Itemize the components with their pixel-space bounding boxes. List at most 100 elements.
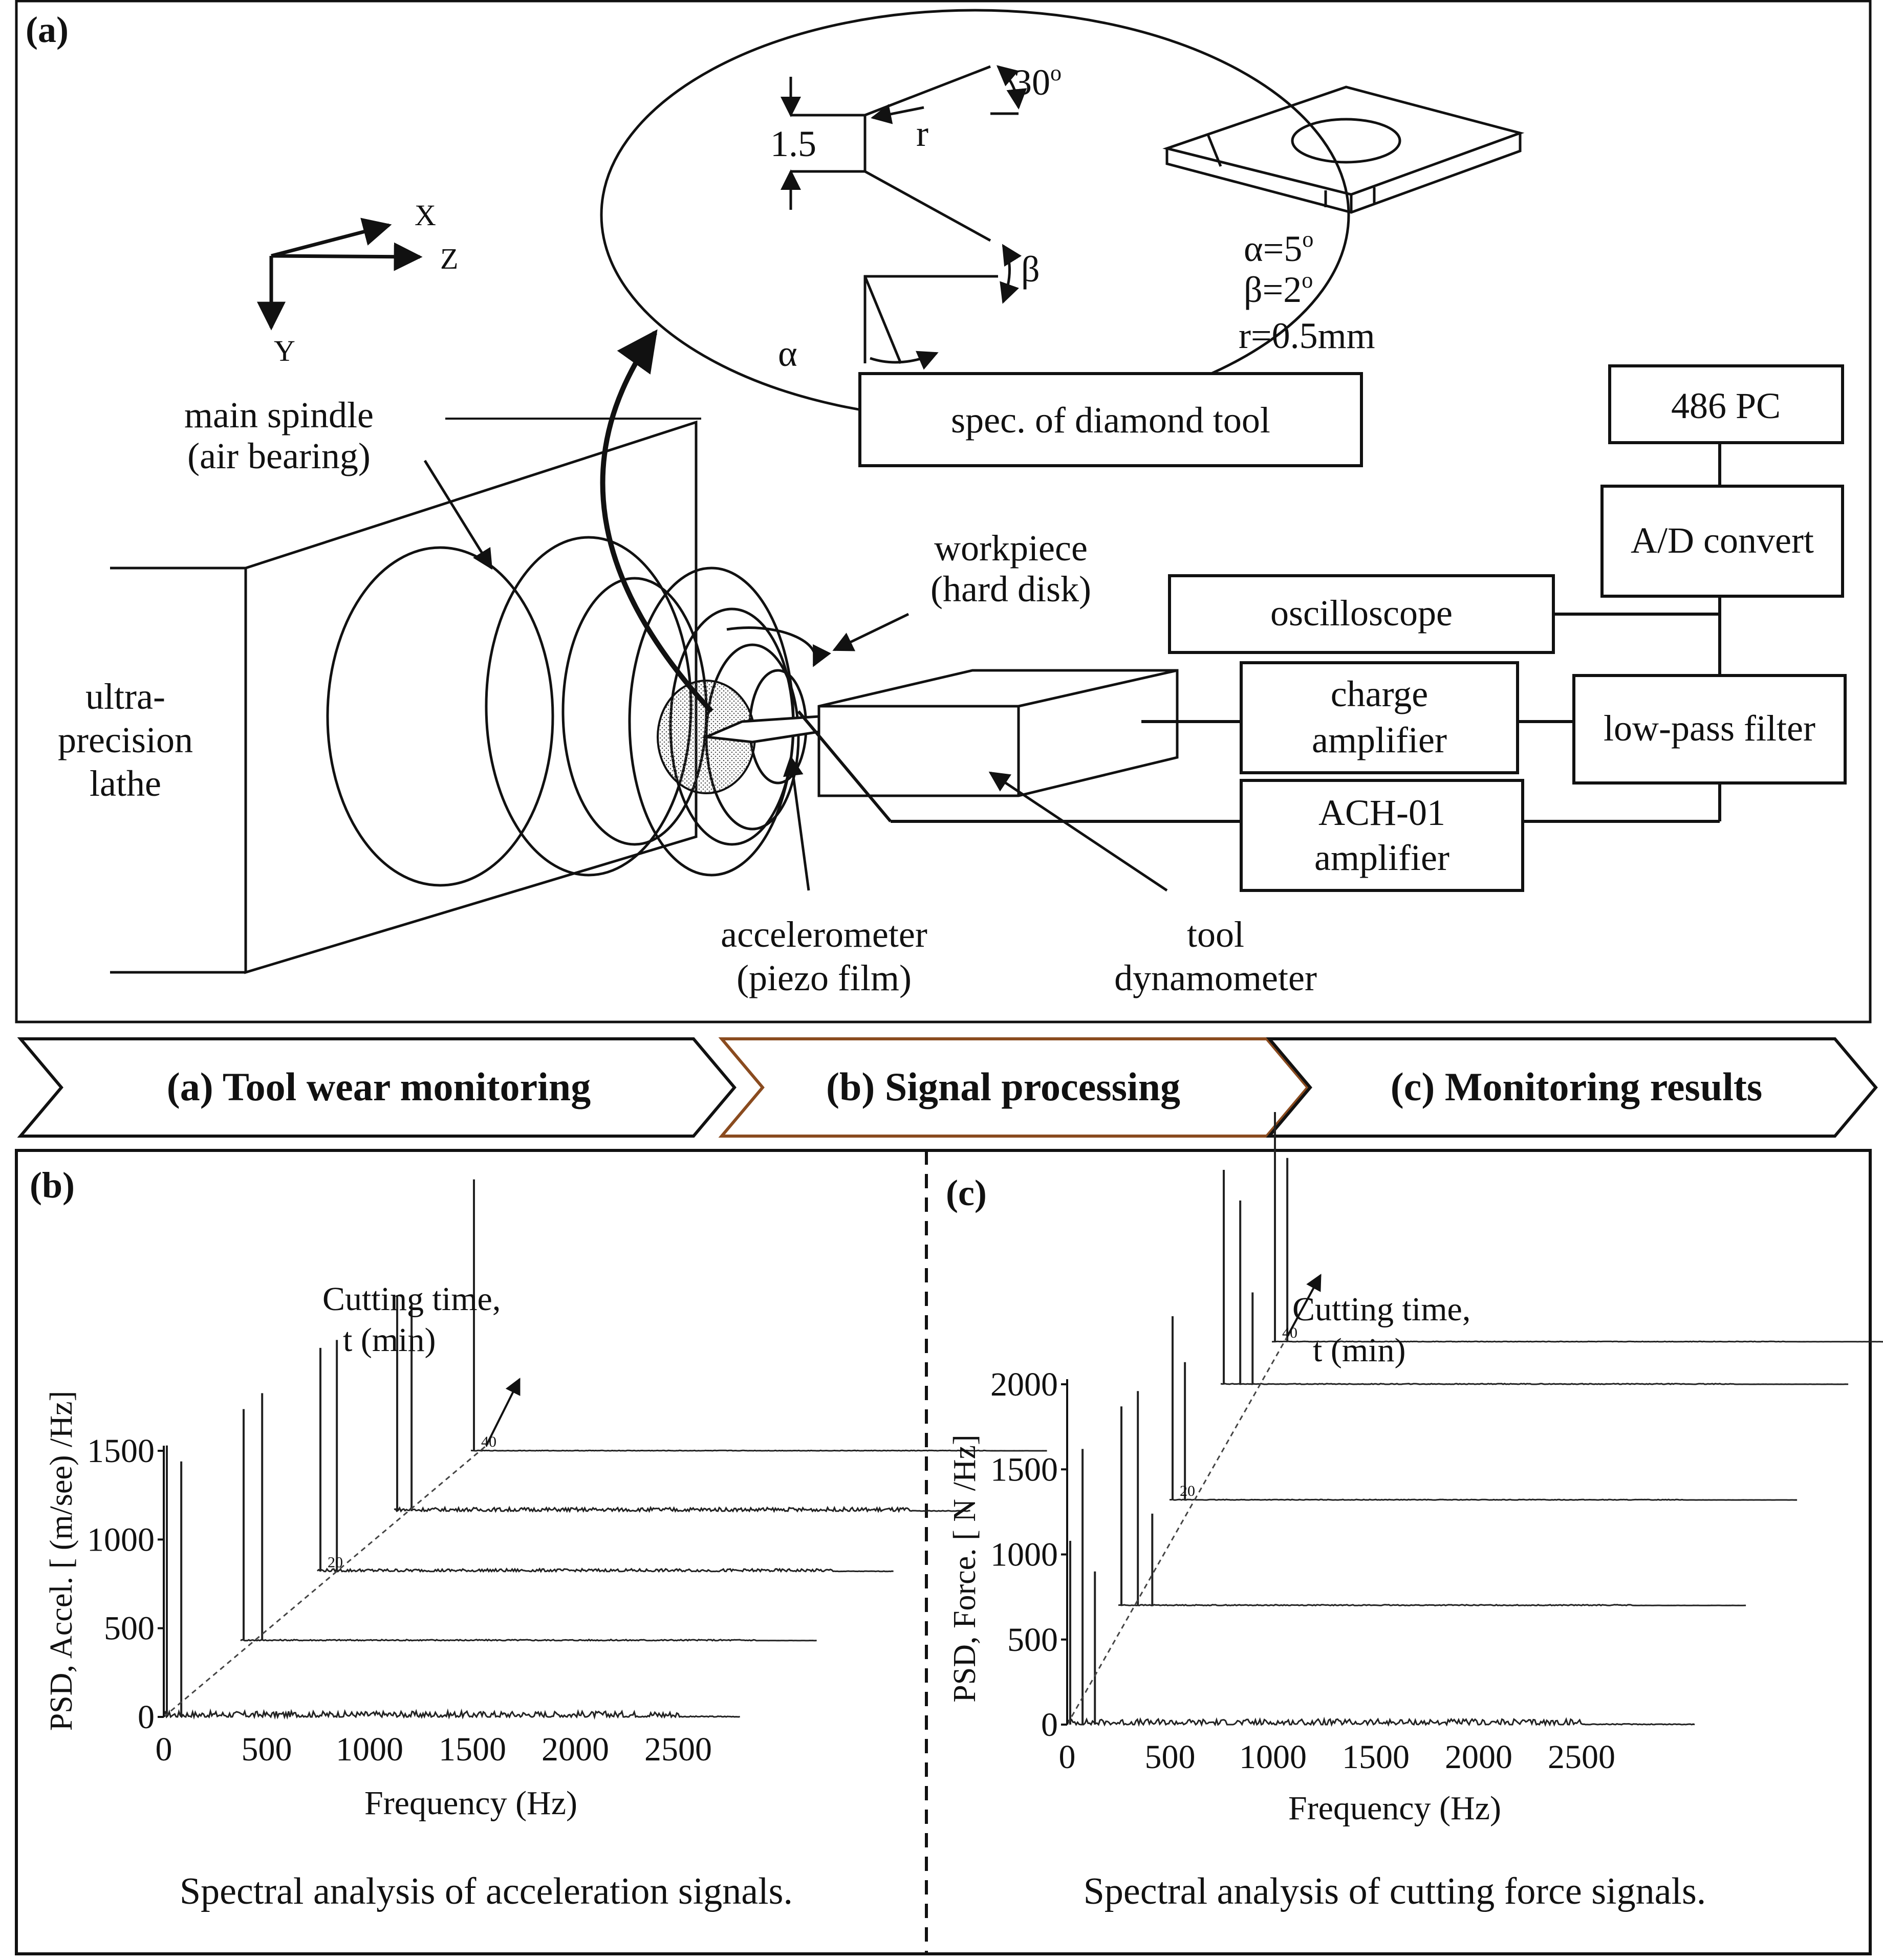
main-spindle-label-1: main spindle [184, 395, 374, 435]
panel-b: (b) 0 500 1000 1500 2000 2500 0 500 1000 1500 20 40… [30, 1165, 1047, 1912]
step-2-arrow [718, 1037, 1310, 1138]
pc-box [1608, 364, 1844, 444]
panel-c-ylabel: PSD, Force. [ N /Hz] [947, 1434, 982, 1703]
axis-x-label: X [415, 199, 436, 232]
x-tick-label: 1000 [1239, 1738, 1307, 1776]
x-tick-label: 2500 [644, 1731, 712, 1768]
oscilloscope-box [1168, 574, 1555, 654]
panel-a-label: (a) [26, 9, 69, 50]
ad-label: A/D convert [1631, 520, 1814, 561]
charge-amplifier-box [1240, 661, 1519, 774]
panel-c-caption: Spectral analysis of cutting force signa… [1084, 1870, 1706, 1912]
spectrum-trace [240, 1638, 817, 1642]
pointer-arrows [423, 329, 1168, 892]
x-tick-label: 0 [1059, 1738, 1076, 1776]
ad-box [1600, 485, 1844, 598]
step-3-arrow [1266, 1037, 1878, 1138]
lathe-label-2: precision [58, 720, 193, 760]
spectrum-trace [317, 1567, 894, 1573]
workpiece-label-1: workpiece [934, 528, 1088, 569]
tool-spec-box-label: spec. of diamond tool [951, 400, 1270, 441]
y-tick-label: 1500 [990, 1451, 1058, 1488]
y-tick-label: 0 [138, 1698, 155, 1736]
angle-top: 30o [1013, 60, 1062, 103]
spectrum-trace [163, 1708, 740, 1720]
coordinate-axes [257, 217, 423, 331]
axis-y-label: Y [274, 334, 295, 367]
tool-dynamometer-label-1: tool [1187, 914, 1244, 955]
panel-c-label: (c) [946, 1172, 987, 1213]
panel-a-frame [15, 0, 1872, 1023]
lathe-label-1: ultra- [85, 676, 165, 717]
step-1-arrow [17, 1037, 737, 1138]
process-steps: (a) Tool wear monitoring (b) Signal proc… [17, 1037, 1878, 1138]
panel-c-time-label-1: Cutting time, [1292, 1291, 1470, 1328]
instrument-wiring [797, 443, 1721, 823]
accelerometer-label-2: (piezo film) [737, 957, 912, 998]
time-tick-label: 40 [481, 1433, 496, 1450]
spectrum-trace [1066, 1716, 1695, 1727]
ach-amplifier-label-2: amplifier [1314, 837, 1449, 878]
panel-a: (a) X Z Y 1.5 30o r β α [15, 0, 1872, 1023]
panel-b-caption: Spectral analysis of acceleration signal… [180, 1870, 793, 1912]
time-axis [163, 1445, 487, 1718]
panel-b-xlabel: Frequency (Hz) [364, 1784, 577, 1822]
panel-c-time-label-2: t (min) [1313, 1332, 1405, 1369]
panel-c: (c) 0 500 1000 1500 2000 2500 0 500 1000 1500 2000… [946, 1112, 1883, 1912]
time-tick-label: 20 [1180, 1483, 1195, 1499]
alpha-value: α=5o [1244, 227, 1313, 269]
x-tick-label: 2000 [1445, 1738, 1512, 1776]
y-tick-label: 2000 [990, 1366, 1058, 1403]
r-value: r=0.5mm [1239, 315, 1375, 356]
accelerometer-label-1: accelerometer [721, 914, 927, 955]
y-tick-label: 1000 [87, 1521, 155, 1558]
dim-nose: 1.5 [770, 123, 816, 164]
spectrum-trace [1169, 1498, 1798, 1501]
time-axis-arrow [485, 1378, 521, 1446]
step-2-label: (b) Signal processing [826, 1064, 1180, 1109]
panels-bc-frame [15, 1149, 1872, 1955]
panel-c-xlabel: Frequency (Hz) [1288, 1790, 1501, 1827]
x-tick-label: 2000 [542, 1731, 609, 1768]
workpiece-label-2: (hard disk) [930, 569, 1091, 609]
time-axis-arrow [1286, 1274, 1322, 1337]
y-tick-label: 500 [104, 1610, 155, 1647]
spectrum-trace [1271, 1340, 1883, 1343]
beta-value: β=2o [1244, 268, 1313, 310]
y-tick-label: 500 [1007, 1621, 1058, 1659]
pc-label: 486 PC [1671, 385, 1781, 426]
panel-b-ylabel: PSD, Accel. [ (m/see) /Hz] [44, 1391, 79, 1731]
time-tick-label: 20 [328, 1554, 343, 1571]
main-spindle-label-2: (air bearing) [187, 435, 371, 476]
step-3-label: (c) Monitoring results [1391, 1064, 1762, 1109]
x-tick-label: 500 [242, 1731, 292, 1768]
spectrum-trace [1118, 1603, 1746, 1607]
alpha-label: α [778, 333, 797, 374]
lowpass-filter-label: low-pass filter [1604, 708, 1815, 749]
y-tick-label: 1500 [87, 1432, 155, 1470]
x-tick-label: 500 [1145, 1738, 1196, 1776]
spectrum-trace [470, 1449, 1047, 1452]
radius-label: r [916, 113, 928, 154]
y-tick-label: 0 [1041, 1706, 1058, 1744]
lowpass-filter-box [1572, 674, 1847, 785]
x-tick-label: 1000 [336, 1731, 403, 1768]
y-tick-label: 1000 [990, 1536, 1058, 1574]
ach-amplifier-label-1: ACH-01 [1318, 792, 1445, 833]
panel-b-time-label-1: Cutting time, [322, 1280, 501, 1318]
step-1-label: (a) Tool wear monitoring [167, 1064, 591, 1109]
x-tick-label: 0 [156, 1731, 172, 1768]
axis-z-label: Z [440, 242, 458, 275]
oscilloscope-label: oscilloscope [1270, 593, 1453, 634]
x-tick-label: 1500 [439, 1731, 506, 1768]
x-tick-label: 1500 [1342, 1738, 1410, 1776]
time-tick-label: 40 [1282, 1324, 1297, 1341]
x-tick-label: 2500 [1548, 1738, 1615, 1776]
tool-dynamometer-drawing [701, 669, 1179, 797]
tool-insert-drawing [1162, 85, 1525, 214]
panel-b-label: (b) [30, 1165, 75, 1206]
panel-b-time-label-2: t (min) [343, 1321, 436, 1359]
time-axis [1066, 1336, 1288, 1725]
ach-amplifier-box [1240, 779, 1524, 892]
